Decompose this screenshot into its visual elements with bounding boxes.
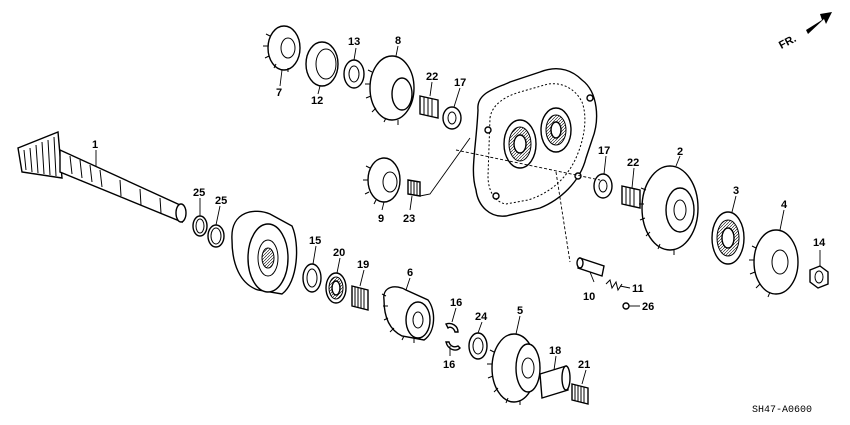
callout-22a: 22 <box>426 71 438 83</box>
callout-12: 12 <box>311 95 323 107</box>
gear-part-8 <box>365 55 415 125</box>
callout-20: 20 <box>333 247 345 259</box>
callout-6: 6 <box>407 267 413 279</box>
callout-1: 1 <box>92 139 98 151</box>
ball-bearing-part-3 <box>711 211 745 265</box>
needle-bearing-part-23 <box>407 179 421 197</box>
spring-part-11 <box>605 279 623 292</box>
needle-bearing-part-21 <box>571 383 589 405</box>
callout-25a: 25 <box>193 187 205 199</box>
leader-lines <box>95 45 821 385</box>
mainshaft-part-1 <box>17 130 187 224</box>
callout-17b: 17 <box>598 145 610 157</box>
callout-15: 15 <box>309 235 321 247</box>
gear-part-7 <box>263 25 301 72</box>
callout-22b: 22 <box>627 157 639 169</box>
collar-part-17a <box>442 106 462 130</box>
callout-23: 23 <box>403 213 415 225</box>
locknut-part-14 <box>809 265 829 289</box>
gear-part-5 <box>487 333 541 405</box>
ball-part-26 <box>622 302 630 310</box>
front-direction-label: FR. <box>777 33 798 52</box>
callouts: 1 2 3 4 5 6 7 8 9 10 11 12 13 14 15 16 1… <box>92 35 826 371</box>
gear-part-9 <box>363 157 401 205</box>
callout-8: 8 <box>395 35 401 47</box>
clutch-drum <box>231 210 298 295</box>
collar-part-17b <box>593 173 613 199</box>
callout-24: 24 <box>475 311 488 323</box>
snap-ring-part-25a <box>192 215 208 237</box>
thrust-bearing-part-20 <box>325 272 347 304</box>
diagram-code: SH47-A0600 <box>752 405 812 416</box>
callout-9: 9 <box>378 213 384 225</box>
callout-19: 19 <box>357 259 369 271</box>
shift-pin-part-10 <box>576 257 605 277</box>
washer-part-24 <box>468 332 488 360</box>
cotter-part-16a <box>445 322 459 333</box>
synchro-ring-part-13 <box>343 59 365 89</box>
callout-18: 18 <box>549 345 561 357</box>
thrust-washer-part-15 <box>302 263 322 293</box>
callout-16a: 16 <box>450 297 462 309</box>
gear-part-2 <box>639 165 699 255</box>
callout-13: 13 <box>348 36 360 48</box>
cotter-part-16b <box>445 341 461 351</box>
callout-11: 11 <box>632 283 644 295</box>
callout-4: 4 <box>781 199 788 211</box>
transmission-housing <box>472 68 598 217</box>
callout-2: 2 <box>677 146 683 158</box>
needle-bearing-part-22b <box>621 185 641 209</box>
callout-21: 21 <box>578 359 590 371</box>
needle-bearing-part-22a <box>419 95 439 119</box>
gear-part-4 <box>749 229 799 298</box>
callout-25b: 25 <box>215 195 227 207</box>
callout-17a: 17 <box>454 77 466 89</box>
synchro-sleeve-part-12 <box>305 41 339 87</box>
front-direction-arrow: FR. <box>777 12 832 52</box>
callout-16b: 16 <box>443 359 455 371</box>
callout-5: 5 <box>517 305 523 317</box>
callout-14: 14 <box>813 237 826 249</box>
callout-26: 26 <box>642 301 654 313</box>
gear-part-6 <box>381 286 435 343</box>
needle-bearing-part-19 <box>351 285 369 311</box>
snap-ring-part-25b <box>207 224 225 248</box>
callout-3: 3 <box>733 185 739 197</box>
callout-10: 10 <box>583 291 595 303</box>
callout-7: 7 <box>276 87 282 99</box>
sleeve-part-18 <box>539 365 571 399</box>
